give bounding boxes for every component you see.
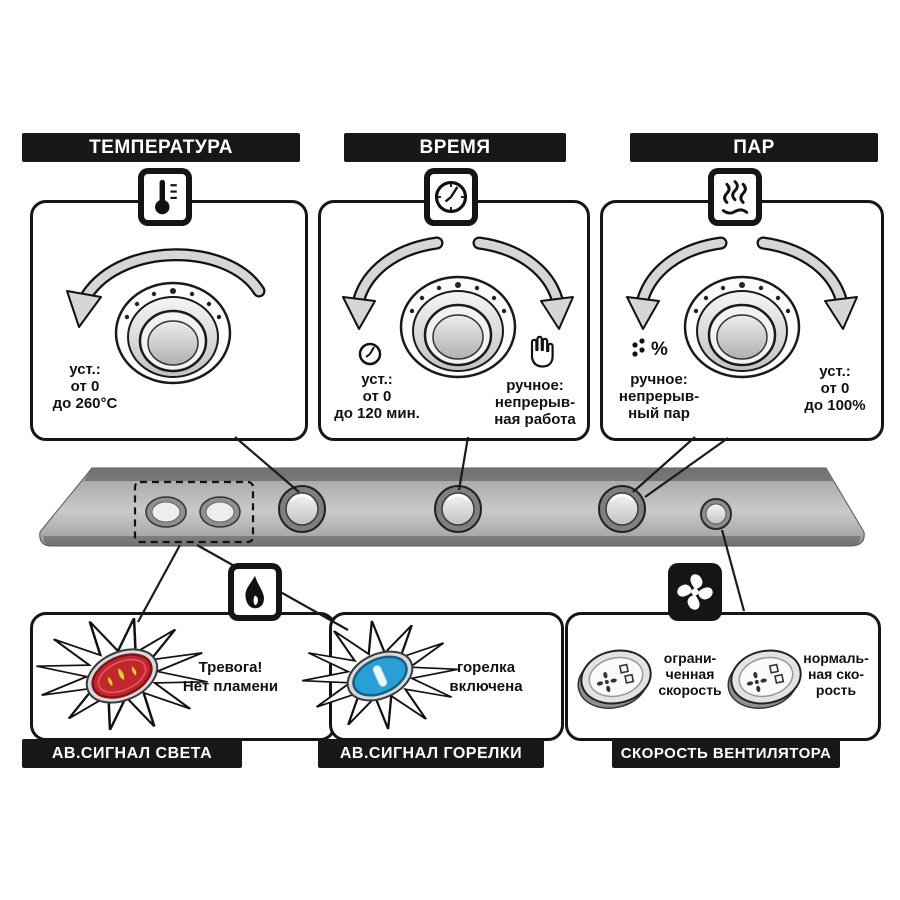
header-steam: ПАР (630, 133, 878, 162)
text-line: ограни- (663, 650, 717, 666)
text-line: от 0 (820, 380, 850, 397)
limited-speed-label: ограни- ченная скорость (652, 650, 728, 698)
normal-speed-label: нормаль- ная ско- рость (801, 650, 871, 698)
header-time: ВРЕМЯ (344, 133, 566, 162)
control-panel (39, 467, 865, 547)
cw-arrow-icon (824, 296, 858, 330)
burner-signal-label: горелка включена (430, 658, 542, 696)
text-line: ручное: (506, 377, 564, 394)
text-line: до 120 мин. (334, 405, 420, 422)
alarm-red-lamp (85, 648, 159, 704)
flame-iconbox (228, 563, 282, 621)
alarm-light-burst (32, 610, 217, 740)
ccw-arrow-icon (342, 296, 376, 330)
text-line: нормаль- (803, 650, 869, 666)
steam-iconbox (708, 168, 762, 226)
text-line: ный пар (628, 405, 690, 422)
temperature-panel: уст.: от 0 до 260°C (30, 200, 308, 441)
percent-symbol: % (651, 339, 668, 360)
time-knob-art (342, 236, 574, 379)
steam-panel-knob (597, 484, 647, 534)
temperature-set-label: уст.: от 0 до 260°C (37, 361, 133, 412)
text-line: от 0 (362, 388, 392, 405)
text-line: ченная (665, 666, 715, 682)
footer-alarm-light: АВ.СИГНАЛ СВЕТА (22, 739, 242, 768)
text-line: ручное: (630, 371, 688, 388)
text-line: до 100% (804, 397, 866, 414)
time-set-label: уст.: от 0 до 120 мин. (327, 371, 427, 422)
steam-panel: % ручное: непрерыв- ный пар уст.: от 0 д… (600, 200, 884, 441)
normal-speed-button (726, 643, 806, 716)
steam-knob-art (626, 236, 858, 379)
text-line: горелка (456, 659, 516, 676)
text-line: уст.: (69, 361, 101, 378)
ccw-arrow-icon (66, 290, 102, 328)
text-line: скорость (658, 682, 722, 698)
fan-icon (677, 574, 713, 610)
thermometer-iconbox (138, 168, 192, 226)
fan-iconbox (668, 563, 722, 621)
text-line: непрерыв- (618, 388, 700, 405)
limited-speed-button (576, 643, 656, 716)
header-temperature: ТЕМПЕРАТУРА (22, 133, 300, 162)
text-line: уст.: (819, 363, 851, 380)
footer-burner-signal: АВ.СИГНАЛ ГОРЕЛКИ (318, 739, 544, 768)
text-line: Нет пламени (182, 678, 279, 695)
steam-set-label: уст.: от 0 до 100% (795, 363, 875, 414)
ccw-arrow-icon (626, 296, 660, 330)
text-line: от 0 (70, 378, 100, 395)
steam-knob (683, 275, 801, 379)
alarm-light-label: Тревога! Нет пламени (168, 658, 293, 696)
footer-fan-speed: СКОРОСТЬ ВЕНТИЛЯТОРА (612, 739, 840, 768)
hand-icon (530, 335, 554, 368)
text-line: ная работа (494, 411, 576, 428)
time-manual-label: ручное: непрерыв- ная работа (487, 377, 583, 428)
text-line: уст.: (361, 371, 393, 388)
time-panel-knob (433, 484, 483, 534)
temperature-panel-knob (277, 484, 327, 534)
steam-icon (714, 174, 756, 220)
burner-signal-lamp (199, 496, 241, 528)
time-panel: уст.: от 0 до 120 мин. ручное: непрерыв-… (318, 200, 590, 441)
time-knob (399, 275, 517, 379)
indicator-lamps-group (133, 480, 255, 544)
temperature-knob-art (66, 248, 266, 385)
fan-speed-button (700, 498, 732, 530)
steam-manual-label: ручное: непрерыв- ный пар (607, 371, 711, 422)
cw-arrow-icon (540, 296, 574, 330)
clock-iconbox (424, 168, 478, 226)
indicator-bar-icon (372, 665, 388, 687)
text-line: до 260°C (52, 395, 118, 412)
flame-marks-icon (107, 665, 137, 687)
burner-signal-burst (300, 614, 465, 736)
alarm-light-lamp (145, 496, 187, 528)
burner-blue-lamp (346, 650, 414, 702)
flame-icon (234, 569, 276, 615)
small-clock-icon (358, 342, 382, 366)
droplets-icon (632, 338, 645, 357)
clock-icon (430, 174, 472, 220)
text-line: Тревога! (198, 659, 263, 676)
text-line: непрерыв- (494, 394, 576, 411)
text-line: включена (449, 678, 523, 695)
text-line: рость (815, 682, 857, 698)
thermometer-icon (144, 174, 186, 220)
temperature-knob (114, 281, 232, 385)
text-line: ная ско- (807, 666, 865, 682)
droplets-percent-group: % (629, 337, 668, 363)
